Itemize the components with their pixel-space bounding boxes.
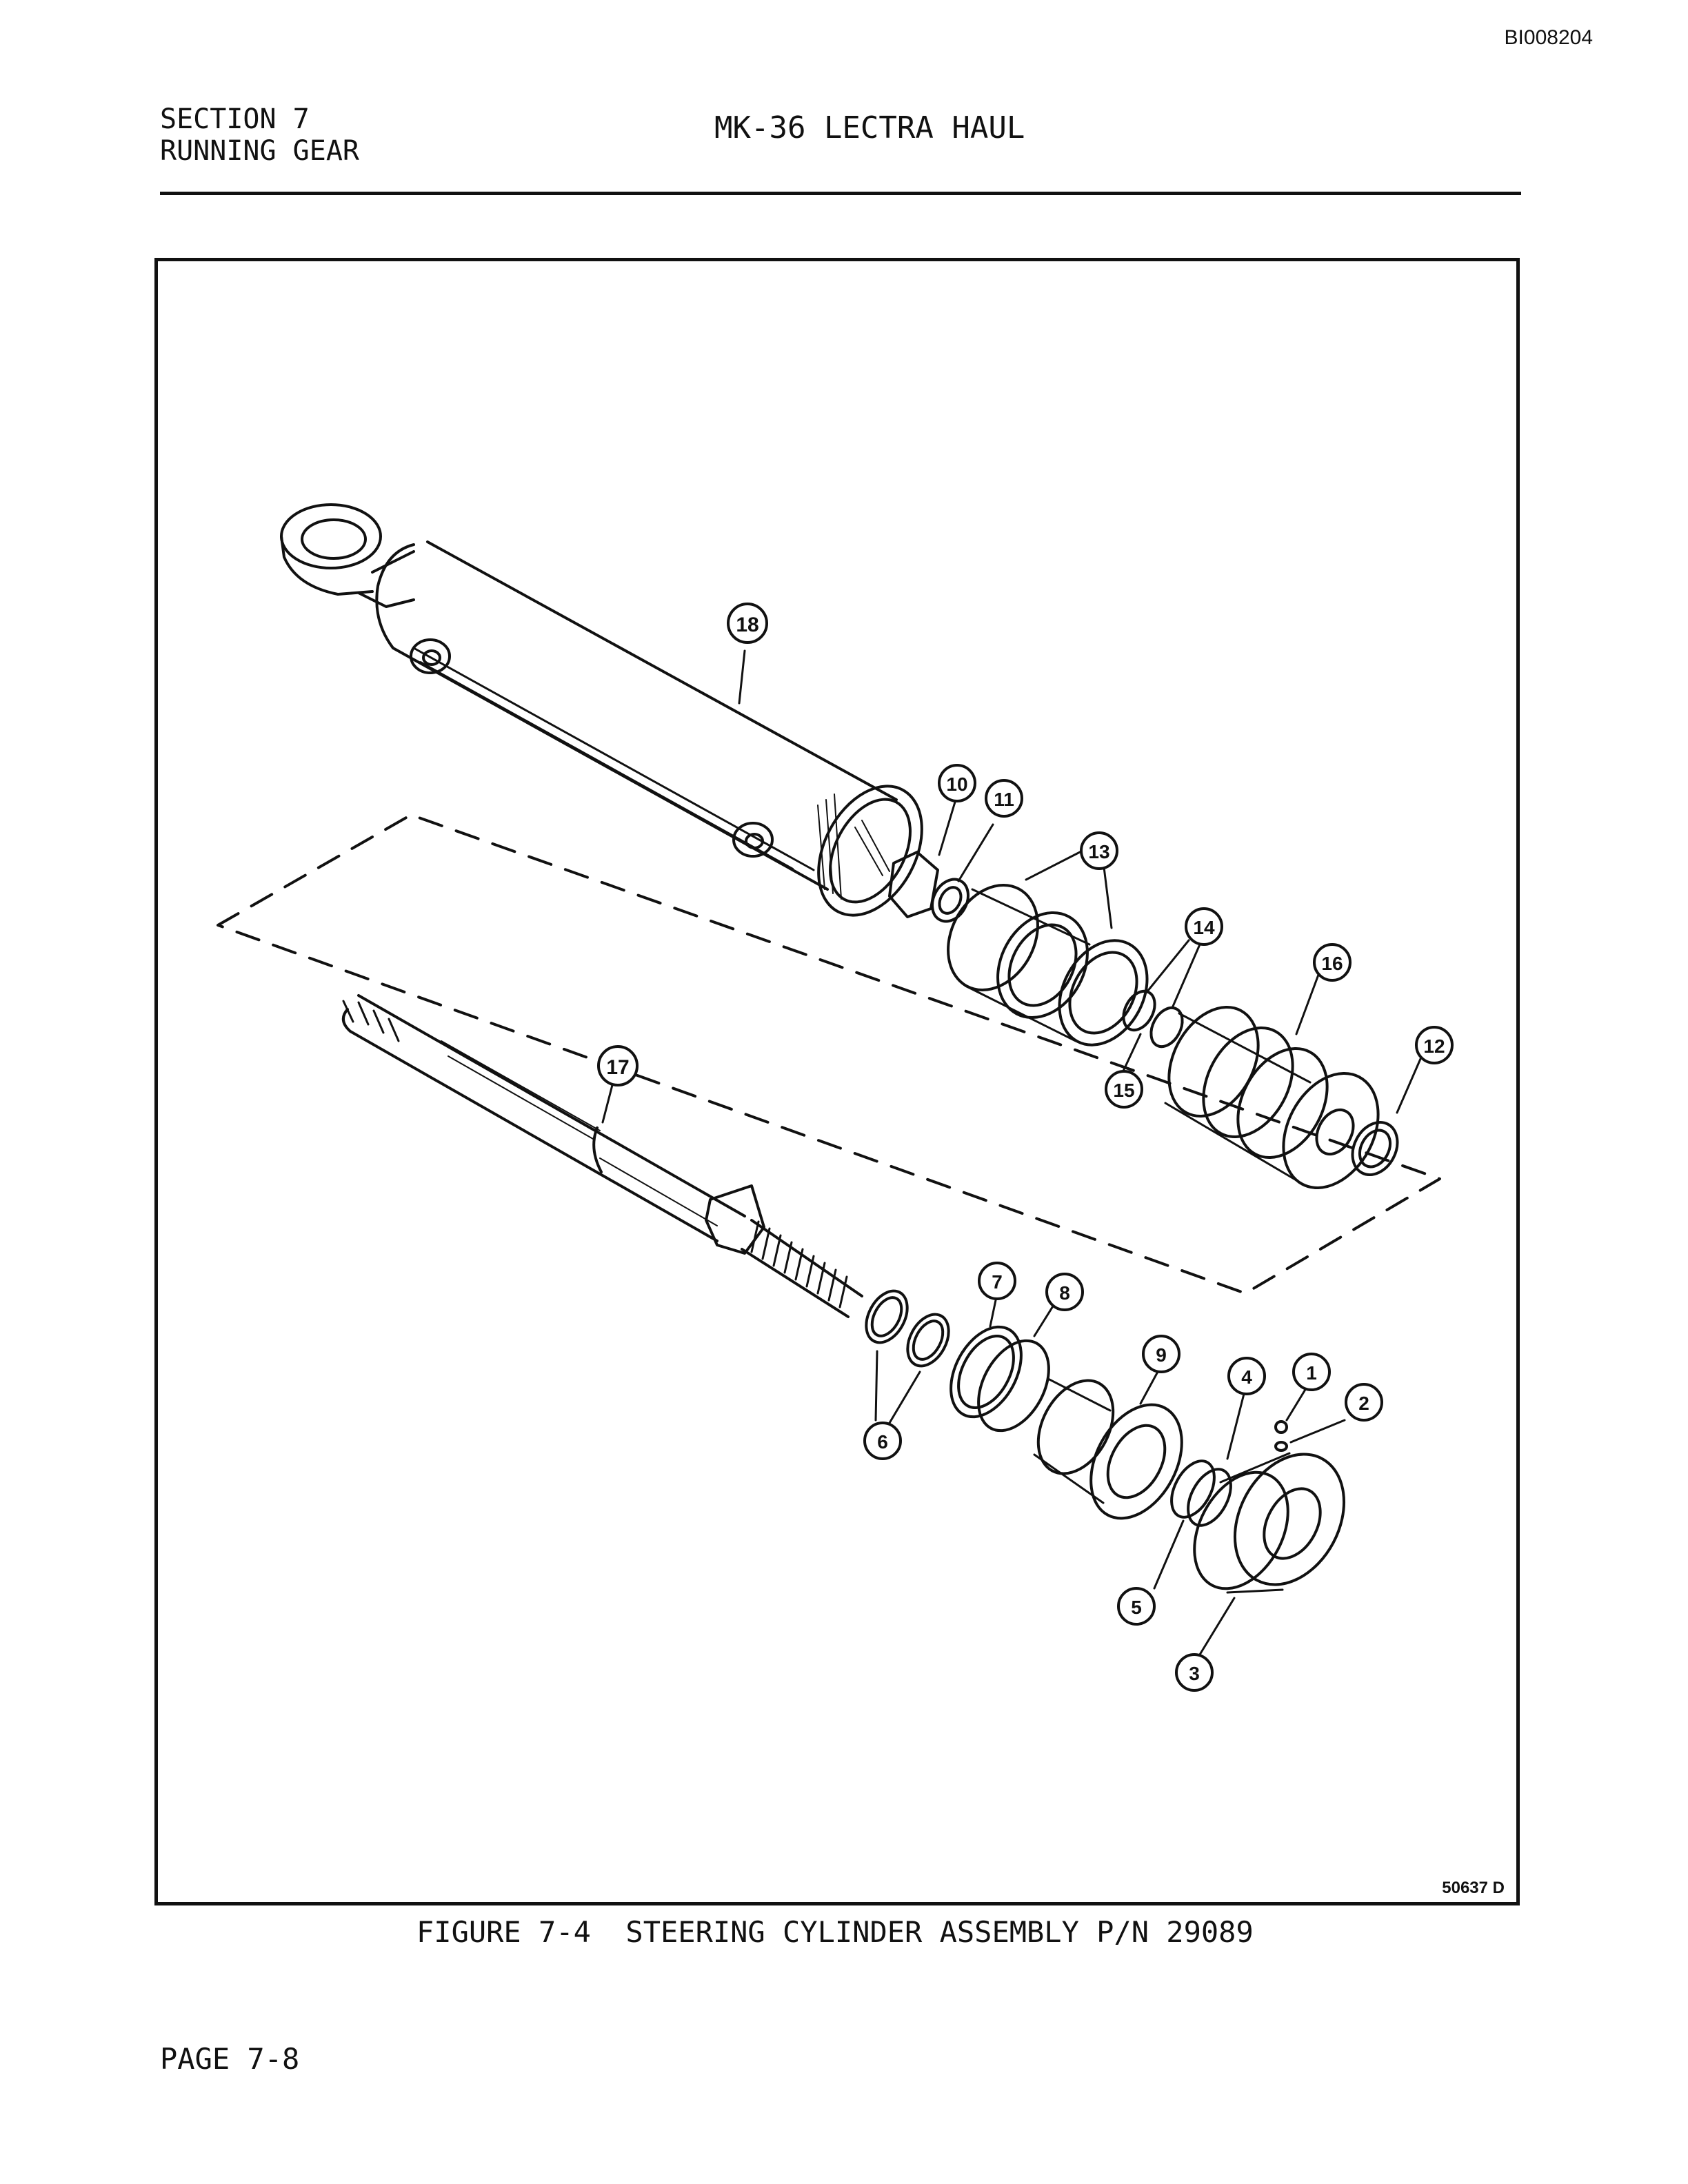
section-number: SECTION 7 [160,103,310,135]
figure-caption: FIGURE 7-4 STEERING CYLINDER ASSEMBLY P/… [416,1915,1254,1949]
section-heading: SECTION 7 RUNNING GEAR [160,103,359,167]
callout-11: 11 [985,779,1023,818]
page-number: PAGE 7-8 [160,2042,300,2076]
svg-text:16: 16 [1321,953,1343,974]
svg-text:1: 1 [1306,1362,1317,1384]
svg-text:9: 9 [1156,1344,1167,1366]
callout-8: 8 [1045,1273,1084,1311]
callout-18: 18 [727,603,768,644]
callout-1: 1 [1292,1353,1331,1391]
cylinder-barrel [280,503,923,917]
svg-text:8: 8 [1059,1282,1070,1304]
svg-text:14: 14 [1193,917,1215,938]
callout-3: 3 [1175,1653,1214,1692]
svg-text:17: 17 [606,1056,629,1079]
svg-text:2: 2 [1358,1393,1369,1414]
header-rule [160,192,1521,195]
svg-text:7: 7 [992,1271,1003,1293]
callout-balloons: 18 10 11 13 14 15 16 12 17 7 8 9 4 1 2 6… [597,603,1454,1692]
callout-14: 14 [1185,907,1223,946]
callout-7: 7 [978,1262,1016,1300]
callout-4: 4 [1227,1357,1266,1395]
callout-16: 16 [1313,943,1352,982]
svg-text:12: 12 [1423,1035,1445,1057]
callout-15: 15 [1105,1070,1143,1109]
callout-6: 6 [863,1422,902,1460]
document-id: BI008204 [1504,26,1593,49]
callout-5: 5 [1117,1587,1156,1626]
svg-text:10: 10 [946,774,967,795]
svg-text:4: 4 [1241,1366,1252,1388]
manual-title: MK-36 LECTRA HAUL [714,110,1025,145]
piston-rod [342,994,863,1318]
figure-frame [154,258,1520,1905]
leader-lines [601,649,1422,1656]
svg-text:3: 3 [1189,1663,1200,1684]
callout-2: 2 [1345,1383,1383,1422]
callout-13: 13 [1080,831,1118,870]
callout-17: 17 [597,1045,639,1086]
callout-12: 12 [1415,1026,1454,1064]
svg-text:6: 6 [877,1431,888,1453]
svg-text:13: 13 [1088,841,1109,862]
section-name: RUNNING GEAR [160,135,359,167]
reference-plane [217,813,1441,1295]
callout-10: 10 [938,764,976,802]
svg-text:11: 11 [994,789,1014,810]
svg-text:15: 15 [1113,1080,1134,1101]
svg-text:18: 18 [736,614,758,636]
callout-9: 9 [1142,1335,1180,1373]
svg-text:5: 5 [1131,1597,1142,1618]
drawing-number: 50637 D [1442,1879,1505,1897]
lower-seal-kit [865,1289,1346,1594]
upper-seal-kit [888,851,1399,1189]
